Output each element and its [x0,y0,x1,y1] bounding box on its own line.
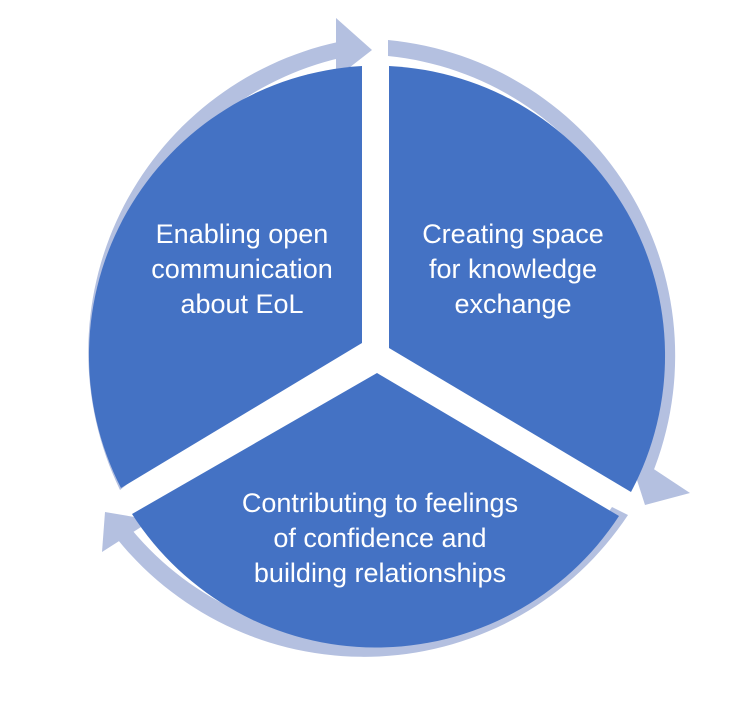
label-line: Enabling open [156,219,329,249]
segment-label-bottom: Contributing to feelings of confidence a… [242,488,518,588]
cycle-segments [88,66,666,648]
label-line: communication [151,254,333,284]
label-line: exchange [454,289,571,319]
label-line: for knowledge [429,254,597,284]
segment-bottom [132,373,619,648]
arrowhead-top [336,18,372,78]
segment-top-right [389,66,666,492]
label-line: building relationships [254,558,506,588]
label-line: of confidence and [273,523,486,553]
label-line: Contributing to feelings [242,488,518,518]
segment-label-top-left: Enabling open communication about EoL [151,219,333,319]
label-line: about EoL [180,289,303,319]
segment-top-left [88,66,362,488]
label-line: Creating space [422,219,604,249]
segment-label-top-right: Creating space for knowledge exchange [422,219,604,319]
